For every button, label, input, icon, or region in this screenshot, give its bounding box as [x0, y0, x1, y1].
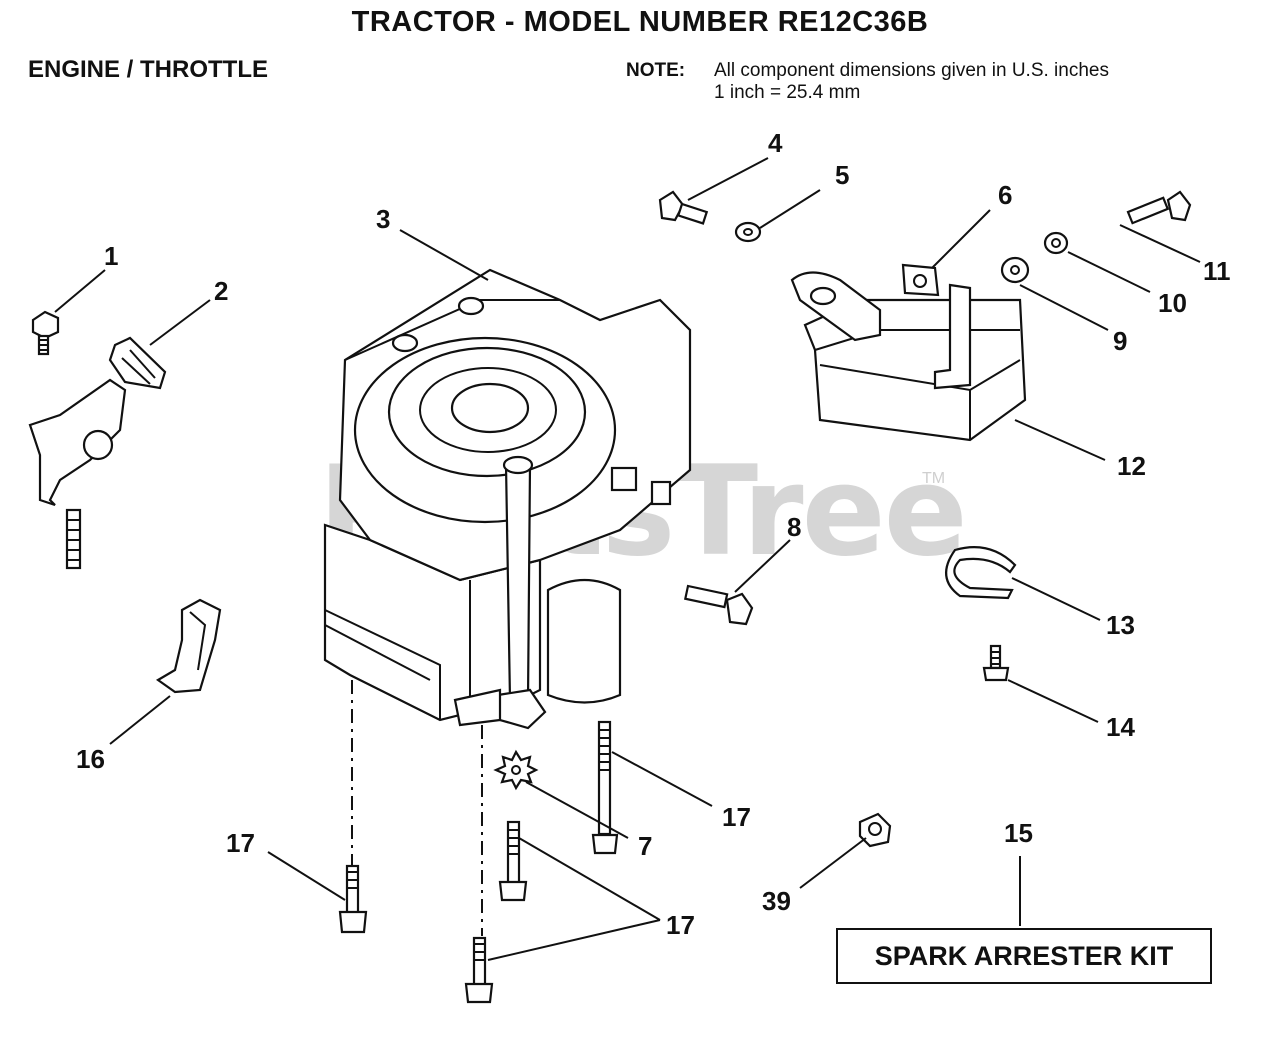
bolt-part-8[interactable]: [683, 584, 754, 626]
callout-39: 39: [762, 886, 791, 916]
bolt-part-17-b[interactable]: [498, 820, 528, 902]
engine-part-3[interactable]: [323, 268, 692, 730]
bolt-part-17-a[interactable]: [591, 720, 619, 855]
washer-part-9[interactable]: [1000, 256, 1030, 284]
lock-washer-part-10[interactable]: [1043, 231, 1069, 255]
note-label: NOTE:: [626, 60, 686, 81]
callout-13: 13: [1106, 610, 1135, 640]
callout-14: 14: [1106, 712, 1135, 742]
callout-11: 11: [1203, 256, 1231, 286]
diagram-title: TRACTOR - MODEL NUMBER RE12C36B: [351, 6, 929, 38]
callout-6: 6: [998, 180, 1012, 210]
gasket-part-6[interactable]: [901, 263, 940, 297]
star-washer-part-7[interactable]: [493, 749, 539, 791]
callout-10: 10: [1158, 288, 1187, 318]
callout-7: 7: [638, 831, 652, 861]
bolt-part-4[interactable]: [658, 190, 709, 225]
leader-lines: [54, 157, 1201, 961]
callout-17-a: 17: [722, 802, 751, 832]
bolt-part-17-d[interactable]: [464, 936, 494, 1004]
bolt-part-11[interactable]: [1126, 190, 1192, 225]
screw-part-1[interactable]: [31, 310, 60, 356]
callout-numbers: 1 2 3 4 5 6 7 8 9 10 11 12 13 14 15 16 1…: [76, 128, 1231, 940]
bracket-part-16[interactable]: [155, 598, 222, 694]
section-title: ENGINE / THROTTLE: [28, 56, 268, 83]
spark-arrester-part-13[interactable]: [945, 546, 1017, 600]
nut-part-39[interactable]: [858, 812, 892, 848]
callout-3: 3: [376, 204, 390, 234]
callout-9: 9: [1113, 326, 1127, 356]
bolt-part-17-c[interactable]: [338, 864, 368, 934]
note: NOTE: All component dimensions given in U…: [626, 60, 1109, 104]
alignment-lines: [351, 680, 483, 936]
note-line-1: All component dimensions given in U.S. i…: [714, 60, 1109, 81]
callout-17-b: 17: [666, 910, 695, 940]
watermark-tm: TM: [922, 470, 946, 487]
callout-16: 16: [76, 744, 105, 774]
callout-8: 8: [787, 512, 801, 542]
washer-part-5[interactable]: [734, 221, 762, 243]
throttle-control-part-2[interactable]: [28, 336, 167, 570]
screw-part-14[interactable]: [982, 644, 1010, 682]
callout-4: 4: [768, 128, 783, 158]
callout-17-c: 17: [226, 828, 255, 858]
callout-12: 12: [1117, 451, 1146, 481]
spark-arrester-kit-label: SPARK ARRESTER KIT: [836, 928, 1212, 984]
callout-2: 2: [214, 276, 228, 306]
muffler-part-12[interactable]: [790, 271, 1027, 442]
note-line-2: 1 inch = 25.4 mm: [714, 82, 861, 103]
callout-5: 5: [835, 160, 849, 190]
callout-1: 1: [104, 241, 118, 271]
callout-15: 15: [1004, 818, 1033, 848]
